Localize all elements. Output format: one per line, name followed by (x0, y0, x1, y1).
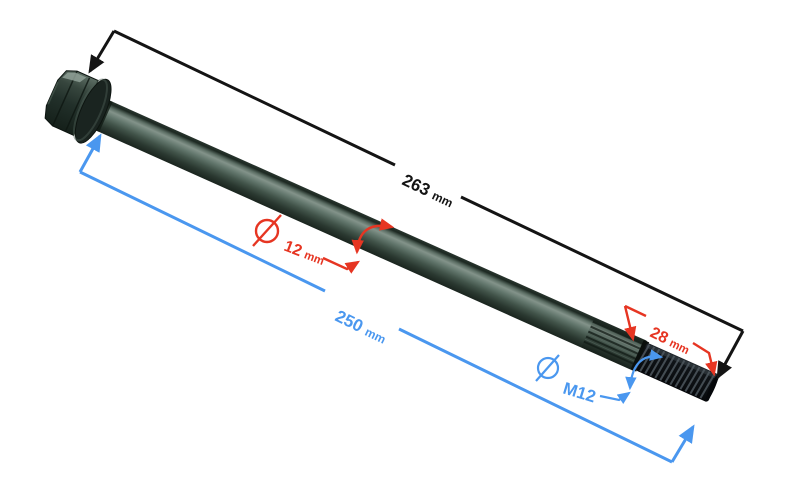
diameter-icon (535, 354, 560, 382)
bolt-head (44, 70, 99, 136)
overall-length-dimension: 263mm (88, 29, 745, 380)
shank-length-dimension: 250mm (78, 133, 695, 464)
shank-diameter-label: 12mm (282, 238, 328, 269)
shank-diameter-leader (322, 256, 361, 274)
bolt-image (44, 70, 720, 402)
overall-length-ext-right (716, 330, 745, 380)
bolt-flange (72, 78, 112, 144)
thread-size-arc-arrow (625, 349, 664, 391)
shank-length-ext-right (670, 424, 695, 463)
thread-length-join (624, 304, 647, 318)
diameter-icon (252, 214, 282, 247)
overall-length-ext-left (88, 30, 116, 74)
overall-length-line (113, 29, 744, 333)
overall-length-label: 263mm (399, 170, 457, 211)
shank-length-ext-left (78, 133, 102, 173)
shank-length-line (79, 170, 673, 464)
thread-length-ext-right (692, 341, 718, 377)
thread-size-label: M12 (561, 379, 598, 407)
thread-length-ext-left (623, 305, 637, 342)
shank-diameter-arc-arrow (351, 218, 395, 255)
thread-size-leader (599, 391, 631, 404)
shank-length-label: 250mm (332, 307, 390, 348)
head-highlight (62, 72, 87, 83)
